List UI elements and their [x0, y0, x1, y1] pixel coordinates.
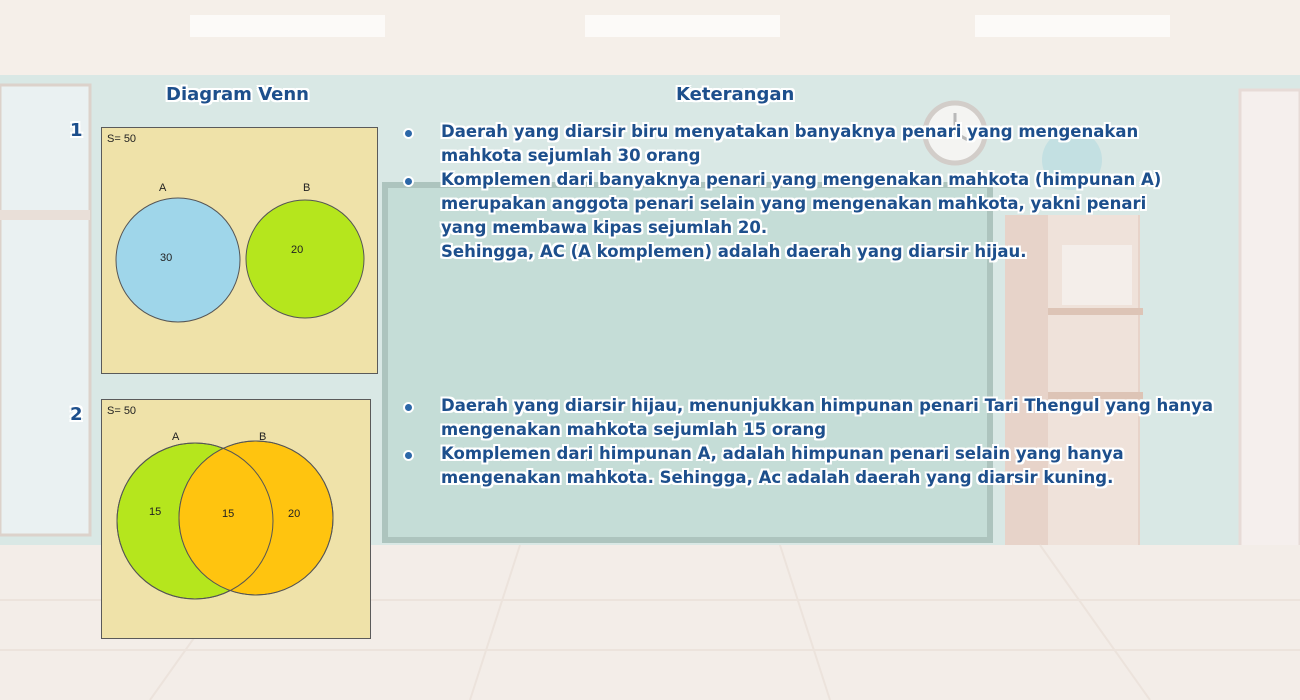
set-b-circle	[245, 199, 365, 319]
note-item: Daerah yang diarsir biru menyatakan bany…	[403, 120, 1223, 168]
note-text: Komplemen dari banyaknya penari yang men…	[441, 170, 1162, 261]
note-text: Daerah yang diarsir hijau, menunjukkan h…	[441, 396, 1213, 439]
set-a-circle	[115, 197, 241, 323]
universe-label: S= 50	[107, 405, 136, 417]
notes-column-heading: Keterangan	[676, 84, 795, 105]
set-a-label: A	[159, 182, 167, 194]
intersection-value: 15	[222, 508, 234, 520]
bullet-icon	[403, 402, 414, 413]
item-number-1: 1	[70, 120, 83, 141]
notes-list-1: Daerah yang diarsir biru menyatakan bany…	[403, 120, 1223, 264]
venn-column-heading: Diagram Venn	[166, 84, 309, 105]
intersection-region	[179, 443, 273, 595]
note-item: Komplemen dari himpunan A, adalah himpun…	[403, 442, 1283, 490]
set-b-label: B	[259, 431, 266, 443]
set-b-value: 20	[291, 244, 303, 256]
venn-diagram-1: S= 50 A B 30 20	[101, 127, 378, 374]
note-text: Daerah yang diarsir biru menyatakan bany…	[441, 122, 1139, 165]
note-item: Daerah yang diarsir hijau, menunjukkan h…	[403, 394, 1283, 442]
set-b-label: B	[303, 182, 310, 194]
bullet-icon	[403, 450, 414, 461]
item-number-2: 2	[70, 404, 83, 425]
note-text: Komplemen dari himpunan A, adalah himpun…	[441, 444, 1124, 487]
bullet-icon	[403, 176, 414, 187]
set-a-label: A	[172, 431, 180, 443]
universe-label: S= 50	[107, 133, 136, 145]
bullet-icon	[403, 128, 414, 139]
set-a-value: 30	[160, 252, 172, 264]
venn-diagram-2: S= 50 A B 15 15 20	[101, 399, 371, 639]
b-only-value: 20	[288, 508, 300, 520]
a-only-value: 15	[149, 506, 161, 518]
notes-list-2: Daerah yang diarsir hijau, menunjukkan h…	[403, 394, 1283, 490]
note-item: Komplemen dari banyaknya penari yang men…	[403, 168, 1223, 264]
